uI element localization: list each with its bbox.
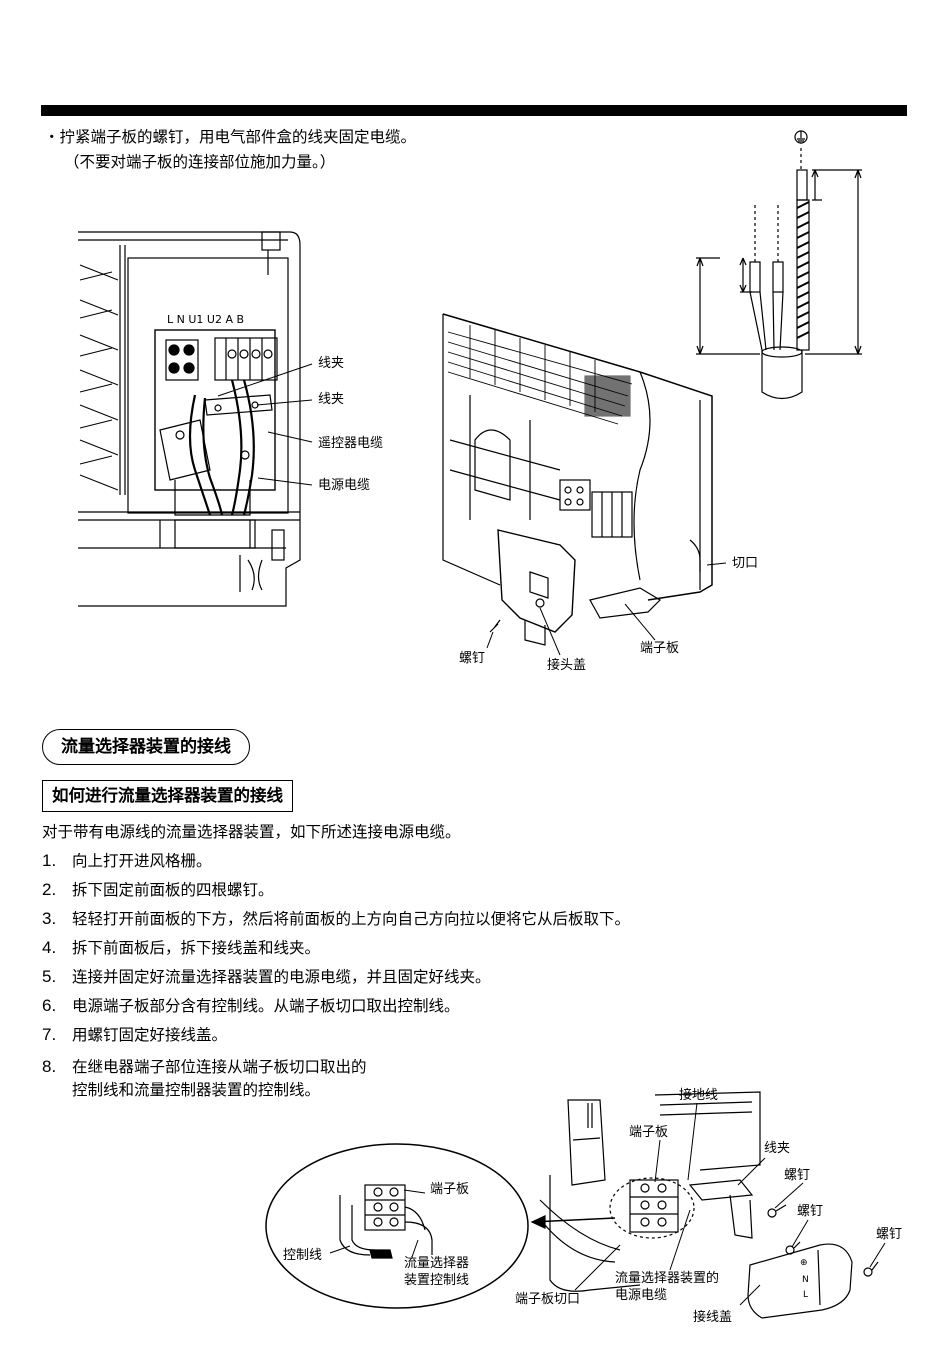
label-screw-1: 螺钉: [784, 1168, 811, 1183]
label-power-cable: 电源电缆: [318, 478, 371, 493]
step-number: 6.: [42, 996, 57, 1015]
label-fsu-control-1: 流量选择器: [404, 1256, 470, 1271]
header-rule: [41, 105, 907, 116]
label-notch: 切口: [732, 556, 759, 571]
section-lead: 对于带有电源线的流量选择器装置，如下所述连接电源电缆。: [42, 823, 461, 841]
intro-line-1: ・拧紧端子板的螺钉，用电气部件盒的线夹固定电缆。: [44, 128, 417, 146]
label-remote-cable: 遥控器电缆: [318, 436, 384, 451]
step-1: 1. 向上打开进风格栅。: [42, 851, 212, 871]
section-title: 流量选择器装置的接线: [42, 729, 250, 765]
label-terminal-board: 端子板: [640, 641, 680, 656]
label-joint-cover: 接头盖: [547, 658, 587, 673]
step-number: 3.: [42, 909, 57, 928]
label-terminal-board-zoom: 端子板: [430, 1182, 470, 1197]
label-clamp: 线夹: [764, 1141, 791, 1156]
label-clamp-1: 线夹: [318, 356, 345, 371]
step-number: 7.: [42, 1025, 57, 1044]
step-text: 电源端子板部分含有控制线。从端子板切口取出控制线。: [72, 997, 460, 1015]
label-terminal-board-unit: 端子板: [629, 1125, 669, 1140]
step-2: 2. 拆下固定前面板的四根螺钉。: [42, 880, 274, 900]
step-8-continued: 控制线和流量控制器装置的控制线。: [72, 1081, 321, 1099]
step-text: 用螺钉固定好接线盖。: [72, 1026, 228, 1044]
step-text: 拆下前面板后，拆下接线盖和线夹。: [72, 939, 321, 957]
step-7: 7. 用螺钉固定好接线盖。: [42, 1025, 227, 1045]
label-board-notch: 端子板切口: [515, 1292, 581, 1307]
step-text: 拆下固定前面板的四根螺钉。: [72, 881, 274, 899]
label-fsu-power-1: 流量选择器装置的: [615, 1271, 720, 1286]
step-number: 4.: [42, 938, 57, 957]
step-4: 4. 拆下前面板后，拆下接线盖和线夹。: [42, 938, 320, 958]
svg-text:⊕: ⊕: [800, 1258, 808, 1268]
step-text: 连接并固定好流量选择器装置的电源电缆，并且固定好线夹。: [72, 968, 491, 986]
label-fsu-power-2: 电源电缆: [615, 1288, 668, 1303]
step-number: 5.: [42, 967, 57, 986]
step-3: 3. 轻轻打开前面板的下方，然后将前面板的上方向自己方向拉以便将它从后板取下。: [42, 909, 630, 929]
step-number: 1.: [42, 851, 57, 870]
label-control-wire: 控制线: [283, 1248, 323, 1263]
intro-line-2: （不要对端子板的连接部位施加力量。）: [64, 153, 336, 171]
label-screw-3: 螺钉: [876, 1227, 903, 1242]
step-8: 8. 在继电器端子部位连接从端子板切口取出的: [42, 1057, 367, 1077]
label-screw-2: 螺钉: [797, 1204, 824, 1219]
step-number: 2.: [42, 880, 57, 899]
step-number: 8.: [42, 1057, 57, 1076]
terminal-markings: L N U1 U2 A B: [167, 313, 245, 326]
label-ground-wire: 接地线: [679, 1088, 719, 1103]
step-5: 5. 连接并固定好流量选择器装置的电源电缆，并且固定好线夹。: [42, 967, 491, 987]
svg-text:N: N: [802, 1275, 809, 1285]
label-wiring-cover: 接线盖: [693, 1310, 733, 1325]
svg-text:L: L: [803, 1290, 808, 1300]
section-subtitle: 如何进行流量选择器装置的接线: [42, 780, 293, 812]
step-6: 6. 电源端子板部分含有控制线。从端子板切口取出控制线。: [42, 996, 460, 1016]
label-clamp-2: 线夹: [318, 392, 345, 407]
step-text: 向上打开进风格栅。: [72, 852, 212, 870]
label-screw: 螺钉: [459, 651, 486, 666]
label-fsu-control-2: 装置控制线: [404, 1273, 470, 1288]
step-text: 轻轻打开前面板的下方，然后将前面板的上方向自己方向拉以便将它从后板取下。: [72, 910, 631, 928]
step-text: 在继电器端子部位连接从端子板切口取出的: [72, 1058, 367, 1076]
